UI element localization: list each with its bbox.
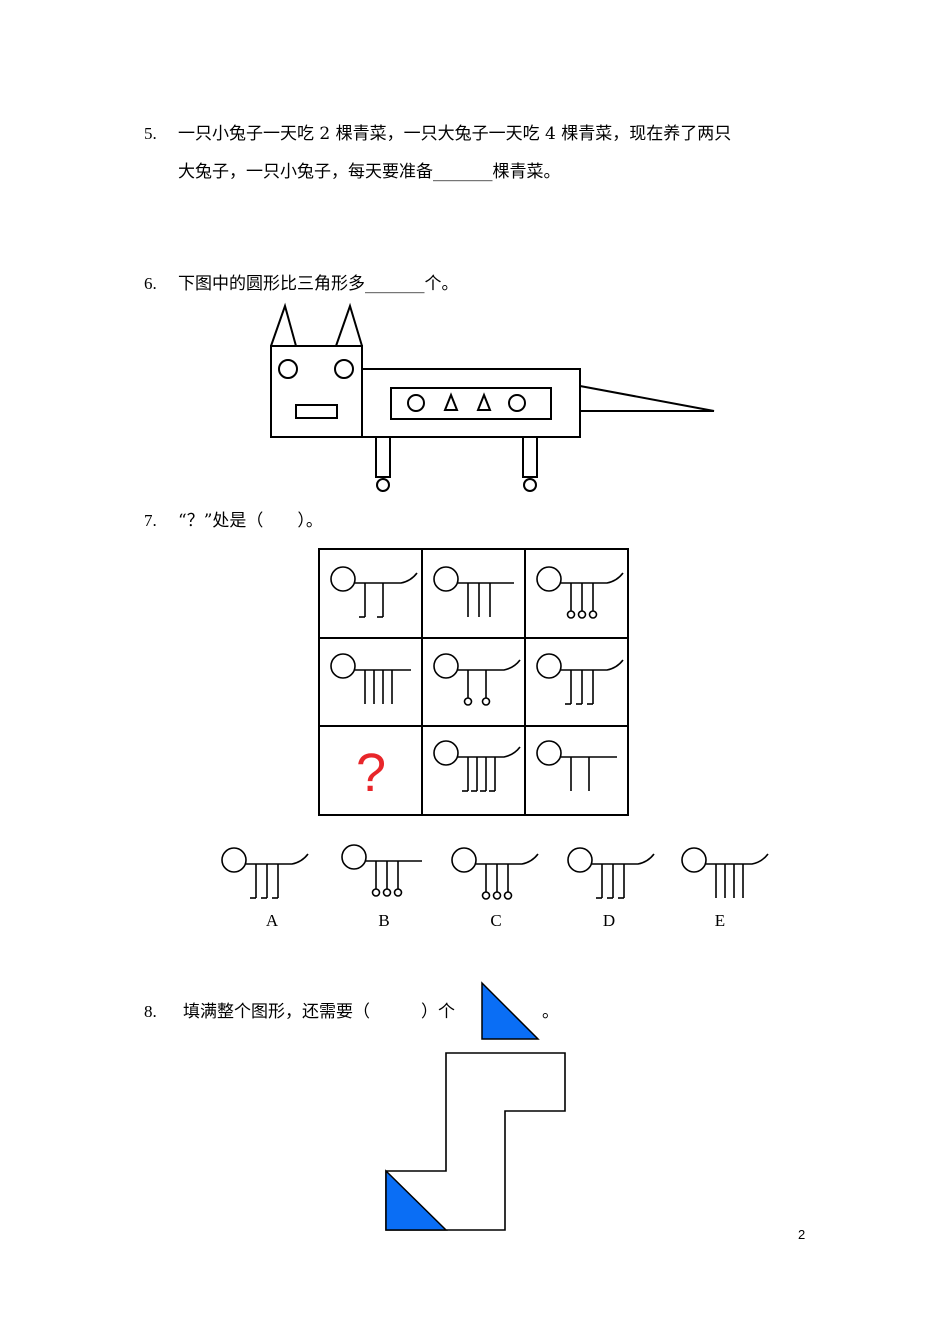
right-ear (335, 302, 363, 347)
question-number: 6. (144, 274, 157, 293)
grid-figure (536, 740, 617, 791)
question-number: 8. (144, 1002, 157, 1021)
grid-figure (330, 566, 418, 618)
question-text-line1: 一只小兔子一天吃 2 棵青菜，一只大兔子一天吃 4 棵青菜，现在养了两只 (178, 124, 732, 144)
option-e-label[interactable]: E (714, 911, 726, 930)
option-a-figure (221, 847, 309, 899)
question-number: 5. (144, 124, 157, 143)
option-c-figure (451, 847, 539, 900)
body-circle (407, 394, 425, 412)
back-foot-circle (523, 478, 537, 492)
mouth (295, 404, 338, 419)
triangle-piece-icon (481, 981, 540, 1040)
question-text: 填满整个图形，还需要（ ）个 (183, 1002, 455, 1022)
back-leg (522, 436, 538, 478)
front-foot-circle (376, 478, 390, 492)
left-eye-circle (278, 359, 298, 379)
option-a-label[interactable]: A (265, 911, 279, 930)
staircase-outline (385, 1052, 566, 1231)
filled-triangle-piece (385, 1169, 448, 1231)
option-d-figure (567, 847, 655, 899)
option-b-label[interactable]: B (378, 911, 390, 930)
body-triangle (443, 392, 459, 411)
body-panel (390, 387, 552, 420)
page-number: 2 (798, 1227, 806, 1242)
option-c-label[interactable]: C (490, 911, 502, 930)
right-eye-circle (334, 359, 354, 379)
grid-figure (330, 653, 411, 704)
question-text: “？”处是（ ）。 (178, 511, 323, 531)
body-triangle (476, 392, 492, 411)
option-e-figure (681, 847, 769, 898)
left-ear (270, 302, 297, 347)
grid-figure (536, 566, 624, 619)
body-circle (508, 394, 526, 412)
question-text: 下图中的圆形比三角形多_______个。 (178, 274, 459, 294)
option-b-figure (341, 844, 422, 897)
grid-figure (536, 653, 624, 705)
option-d-label[interactable]: D (602, 911, 616, 930)
grid-figure (433, 740, 521, 792)
grid-figure (433, 653, 521, 706)
question-text-line2: 大兔子，一只小兔子，每天要准备_______棵青菜。 (178, 162, 561, 182)
question-number: 7. (144, 511, 157, 530)
grid-figure (433, 566, 514, 617)
front-leg (375, 436, 391, 478)
question-mark: ? (356, 743, 386, 803)
tail (579, 384, 715, 412)
question-text-end: 。 (542, 1002, 559, 1022)
